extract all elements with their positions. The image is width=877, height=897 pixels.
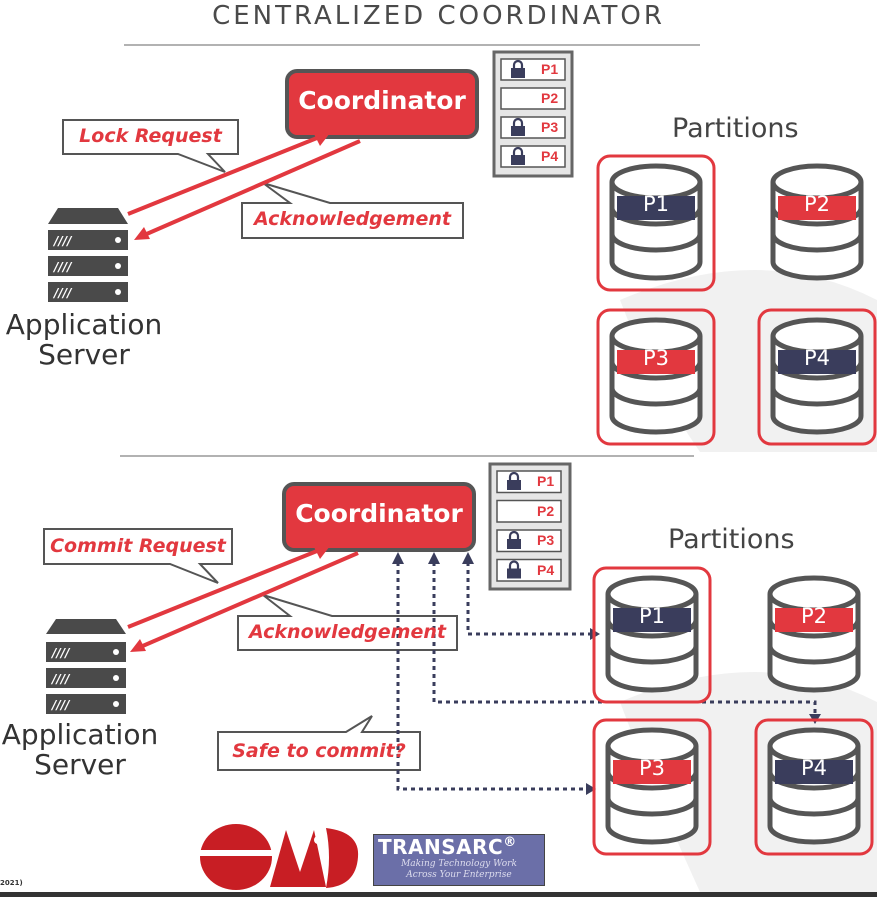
bottom-panel: //// //// //// Coordinator Commit Reques…	[0, 452, 877, 897]
partitions-title: Partitions	[668, 524, 795, 555]
partition-label: P1	[642, 192, 670, 216]
lock-table-label: P3	[537, 532, 555, 548]
acknowledgement-callout	[241, 182, 464, 239]
top-panel: //// //// //// Coordinator Lock Request …	[0, 44, 877, 452]
lock-table-label: P4	[541, 148, 559, 164]
slide-title: CENTRALIZED COORDINATOR	[212, 1, 665, 31]
svg-text:////: ////	[50, 672, 71, 686]
transarc-mark: ®	[503, 835, 517, 850]
partition-label: P3	[642, 346, 670, 370]
commit-request-label: Commit Request	[50, 535, 226, 557]
partition-label: P2	[803, 192, 831, 216]
coordinator-label: Coordinator	[298, 86, 466, 115]
lock-table-row	[500, 87, 566, 110]
partition-label: P4	[800, 756, 828, 780]
transarc-logo: TRANSARC® Making Technology Work Across …	[373, 834, 545, 886]
transarc-tagline-1: Making Technology Work	[401, 859, 517, 869]
app-server-line-1: Application	[1, 718, 159, 751]
partition-frame	[592, 718, 712, 856]
lock-icon	[511, 59, 525, 78]
database-icon	[609, 163, 703, 281]
lock-table-label: P3	[541, 119, 559, 135]
bottom-panel-graphics: //// //// ////	[43, 455, 877, 892]
lock-request-arrow	[127, 134, 323, 216]
app-server-line-1: Application	[5, 308, 163, 341]
database-icon	[767, 575, 861, 693]
app-server-label: Application Server	[0, 310, 174, 370]
partition-band	[778, 350, 856, 374]
partition-band	[617, 196, 695, 220]
app-server-label: Application Server	[0, 720, 170, 780]
svg-text:////: ////	[50, 646, 71, 660]
footer-bar	[0, 892, 877, 897]
partitions-title: Partitions	[672, 113, 799, 144]
partition-band	[775, 608, 853, 632]
partition-label: P2	[800, 604, 828, 628]
partition-band	[778, 196, 856, 220]
lock-table-row	[496, 499, 562, 523]
partition-band	[617, 350, 695, 374]
database-icon	[770, 317, 864, 435]
partition-band	[775, 760, 853, 784]
acknowledgement-label: Acknowledgement	[249, 621, 446, 643]
partition-label: P1	[638, 604, 666, 628]
acknowledgement-arrow	[137, 551, 359, 650]
safe-to-commit-label: Safe to commit?	[232, 740, 406, 762]
partition-frame	[596, 308, 716, 446]
lock-table-label: P2	[537, 502, 555, 519]
partition-band	[613, 760, 691, 784]
lock-icon	[511, 117, 525, 136]
top-panel-graphics: //// //// ////	[48, 44, 877, 452]
omg-logo	[198, 824, 359, 890]
transarc-name: TRANSARC	[378, 835, 504, 859]
acknowledgement-arrow	[141, 139, 361, 238]
acknowledgement-callout	[237, 594, 458, 651]
svg-text:////: ////	[52, 234, 73, 248]
partition-frame	[596, 154, 716, 292]
acknowledgement-label: Acknowledgement	[254, 208, 451, 230]
database-icon	[605, 727, 699, 845]
lock-request-label: Lock Request	[79, 125, 222, 147]
coordinator-box	[285, 69, 479, 139]
lock-icon	[507, 560, 521, 579]
lock-table-label: P4	[537, 561, 555, 578]
safe-to-commit-callout	[217, 715, 421, 771]
database-icon	[770, 163, 864, 281]
app-server-line-2: Server	[34, 748, 126, 781]
transarc-tagline-2: Across Your Enterprise	[406, 870, 512, 880]
lock-table-label: P2	[541, 90, 559, 106]
lock-request-callout	[62, 119, 239, 173]
partition-frame	[592, 566, 712, 704]
corner-note: 2021)	[0, 879, 23, 887]
app-server-line-2: Server	[38, 338, 130, 371]
partition-frame	[757, 308, 877, 446]
partition-label: P3	[638, 756, 666, 780]
commit-request-callout	[43, 528, 233, 584]
lock-table-label: P1	[537, 473, 555, 489]
lock-icon	[507, 471, 521, 490]
lock-icon	[507, 530, 521, 549]
commit-request-arrow	[127, 547, 323, 629]
coordinator-label: Coordinator	[295, 499, 463, 528]
partition-frame	[754, 718, 874, 856]
server-icon: //// //// ////	[48, 208, 128, 302]
coordinator-box	[282, 482, 476, 552]
svg-text:////: ////	[50, 698, 71, 712]
lock-table-label: P1	[541, 61, 559, 77]
partition-band	[613, 608, 691, 632]
database-icon	[767, 727, 861, 845]
svg-text:////: ////	[52, 260, 73, 274]
lock-icon	[511, 146, 525, 165]
svg-text:////: ////	[52, 286, 73, 300]
partition-label: P4	[803, 346, 831, 370]
server-icon: //// //// ////	[46, 619, 126, 714]
database-icon	[605, 575, 699, 693]
database-icon	[609, 317, 703, 435]
